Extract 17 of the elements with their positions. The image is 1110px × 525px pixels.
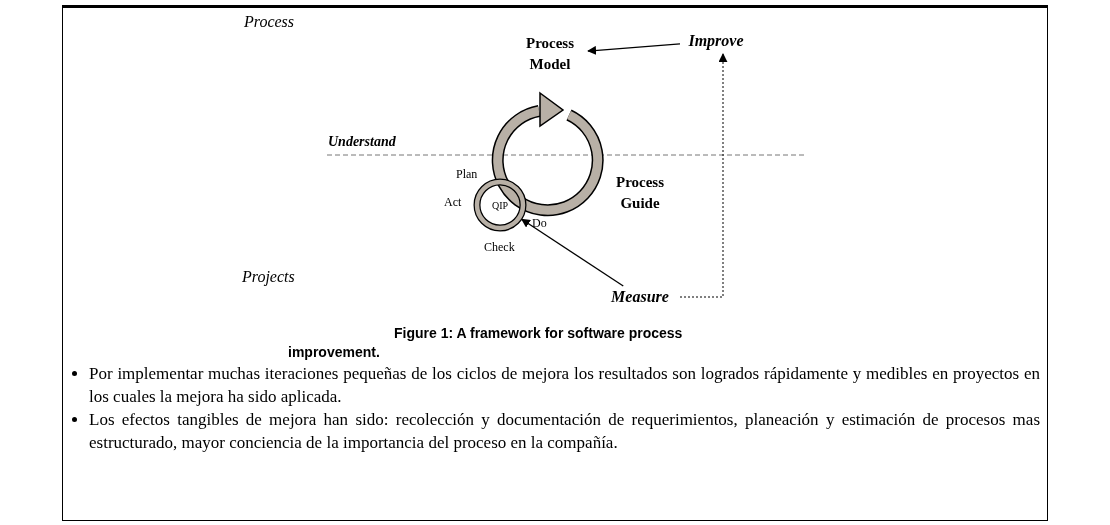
- diagram-label: Process: [244, 12, 295, 32]
- node-label: Process Model: [512, 33, 588, 75]
- cycle-circle: QIP: [473, 178, 527, 232]
- diagram-label: Check: [484, 239, 515, 256]
- bullet-text: Por implementar muchas iteraciones pequeñas de los ciclos de mejora los resultados son logrados rápidamente y medibles en proyectos en los cuales la mejora ha sido aplicada.: [89, 363, 1040, 408]
- diagram-label: Understand: [328, 133, 396, 151]
- arrow: [587, 43, 681, 55]
- arrow: [521, 218, 624, 287]
- dotted-arrow: [679, 53, 728, 298]
- diagram-label: Projects: [242, 267, 295, 288]
- node-label: Measure: [600, 286, 680, 308]
- bullet-text: Los efectos tangibles de mejora han sido: recolección y documentación de requerimientos, planeación y estimación de procesos mas estructurado, mayor conciencia de la importancia del proceso en la compañía.: [89, 409, 1040, 454]
- figure-caption: Figure 1: A framework for software process improvement.: [288, 324, 684, 362]
- diagram-label: Do: [532, 215, 547, 232]
- diagram-label: Process Guide: [614, 173, 665, 213]
- node-label: Improve: [680, 30, 752, 52]
- diagram-label: Act: [444, 194, 462, 211]
